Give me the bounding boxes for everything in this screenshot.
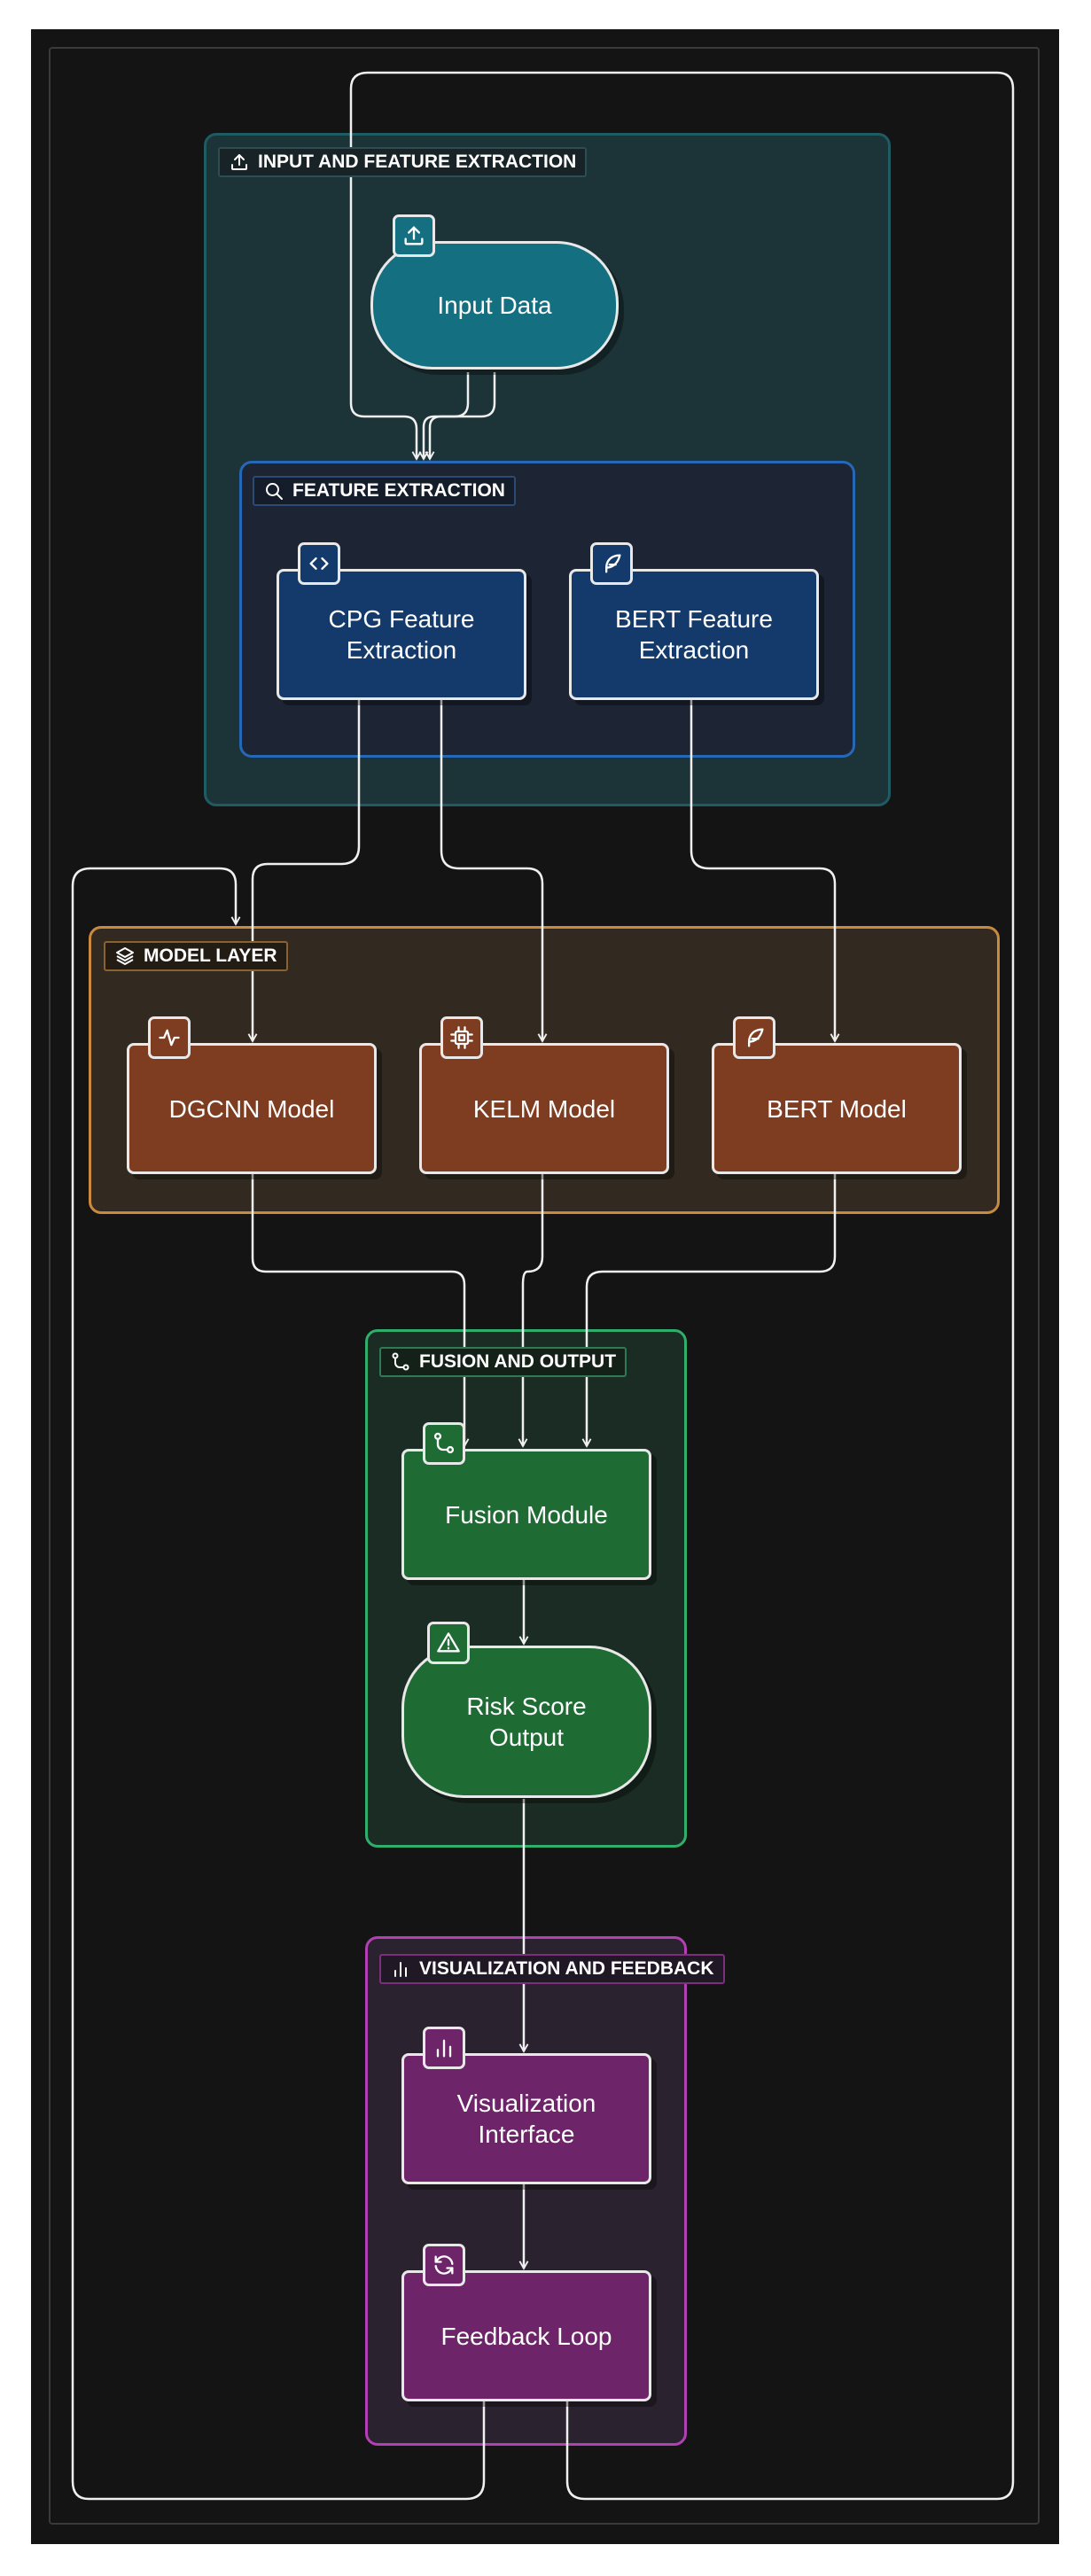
node-input-data-label: Input Data [437, 292, 552, 319]
node-kelm-label: KELM Model [472, 1094, 616, 1123]
activity-icon [148, 1016, 191, 1059]
node-cpg-feature-extraction[interactable]: CPG Feature Extraction [277, 569, 526, 700]
node-fusion-label: Fusion Module [445, 1500, 608, 1529]
node-fusion-module[interactable]: Fusion Module [401, 1449, 651, 1580]
group-label-vis-text: VISUALIZATION AND FEEDBACK [419, 1958, 714, 1979]
group-label-fusion: FUSION AND OUTPUT [379, 1347, 627, 1377]
layers-icon [116, 947, 134, 965]
group-label-model-text: MODEL LAYER [144, 946, 277, 966]
group-label-input: INPUT AND FEATURE EXTRACTION [218, 147, 588, 177]
upload-icon [393, 214, 435, 257]
node-dgcnn-model[interactable]: DGCNN Model [127, 1043, 377, 1174]
alert-triangle-icon [427, 1622, 470, 1664]
group-label-model: MODEL LAYER [104, 941, 288, 971]
git-merge-icon [423, 1422, 465, 1465]
node-feedback-loop[interactable]: Feedback Loop [401, 2270, 651, 2401]
feather-icon [590, 542, 633, 585]
group-label-input-text: INPUT AND FEATURE EXTRACTION [258, 152, 577, 172]
group-label-vis: VISUALIZATION AND FEEDBACK [379, 1954, 725, 1984]
node-risk-score-output[interactable]: Risk Score Output [401, 1646, 651, 1798]
node-vis-line1: Visualization [456, 2090, 596, 2117]
node-visualization-interface[interactable]: Visualization Interface [401, 2053, 651, 2184]
node-vis-line2: Interface [478, 2121, 575, 2148]
node-feedback-label: Feedback Loop [440, 2322, 612, 2350]
group-label-fusion-text: FUSION AND OUTPUT [419, 1351, 617, 1372]
node-kelm-model[interactable]: KELM Model [419, 1043, 669, 1174]
group-label-feature: FEATURE EXTRACTION [253, 476, 516, 506]
search-icon [266, 483, 283, 500]
refresh-icon [423, 2244, 465, 2286]
cpu-icon [440, 1016, 483, 1059]
code-icon [298, 542, 340, 585]
node-bert-model[interactable]: BERT Model [712, 1043, 962, 1174]
bar-chart-icon [394, 1962, 407, 1977]
node-bert-model-label: BERT Model [767, 1094, 907, 1123]
node-risk-line1: Risk Score [466, 1693, 587, 1720]
node-risk-line2: Output [488, 1724, 565, 1751]
node-cpg-line2: Extraction [346, 636, 457, 664]
git-merge-icon [392, 1352, 409, 1371]
bar-chart-icon [423, 2027, 465, 2069]
node-bert-feat-line1: BERT Feature [615, 605, 773, 633]
node-cpg-line1: CPG Feature [328, 605, 475, 633]
node-dgcnn-label: DGCNN Model [168, 1094, 335, 1123]
group-label-feature-text: FEATURE EXTRACTION [292, 480, 505, 501]
node-input-data[interactable]: Input Data [370, 241, 619, 370]
canvas-border [49, 47, 1040, 2525]
node-bert-feature-extraction[interactable]: BERT Feature Extraction [569, 569, 819, 700]
node-bert-feat-line2: Extraction [638, 636, 750, 664]
feather-icon [733, 1016, 775, 1059]
upload-icon [231, 154, 247, 170]
